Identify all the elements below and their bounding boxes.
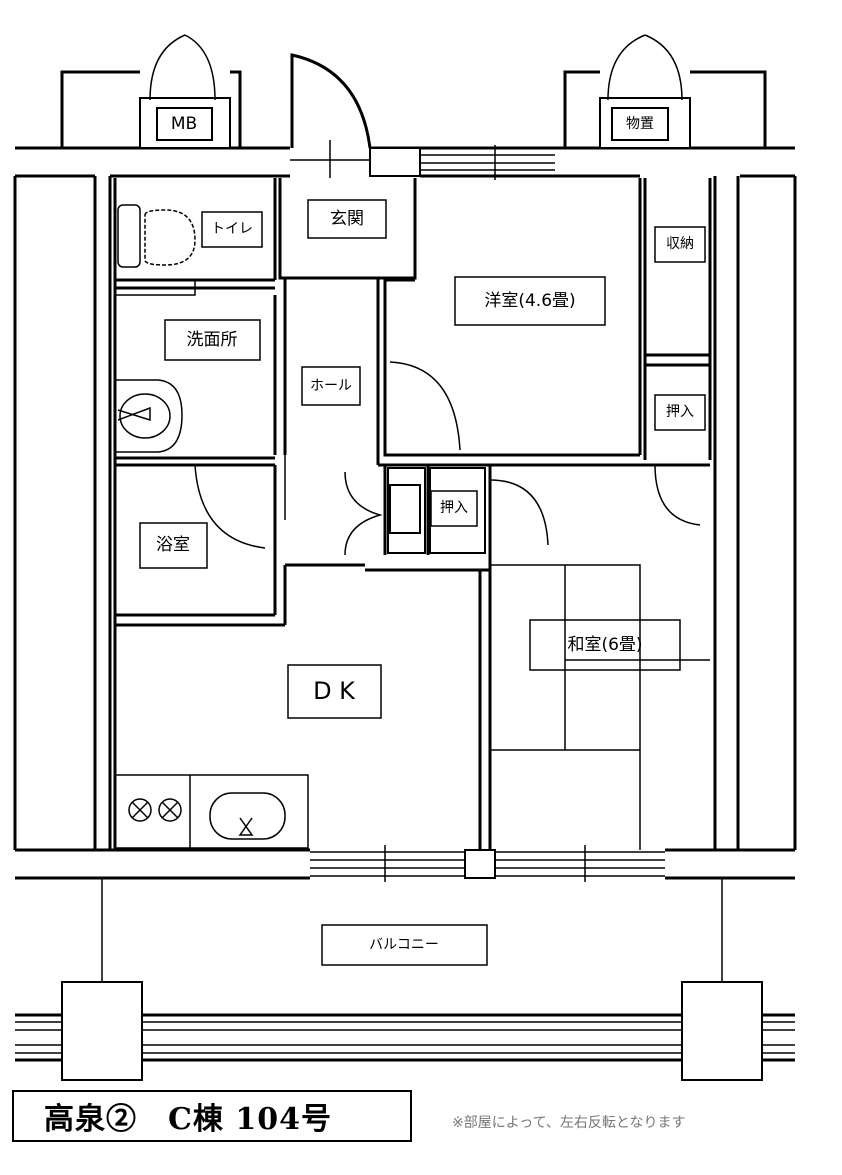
label-dk: D K: [313, 677, 356, 705]
bottom-wall: [15, 845, 795, 882]
label-bathroom: 浴室: [156, 535, 190, 555]
label-closet: 収納: [666, 236, 694, 252]
label-western-room: 洋室(4.6畳): [484, 291, 575, 311]
storage-alcove: [563, 34, 767, 149]
label-washroom: 洗面所: [187, 330, 238, 350]
label-hall: ホール: [310, 378, 352, 394]
door-swings: [194, 361, 701, 556]
balcony: [15, 878, 795, 1081]
label-balcony: バルコニー: [369, 937, 439, 953]
toilet-fixture: [117, 204, 196, 268]
wash-basin: [115, 379, 183, 453]
unit-title: 高泉② C棟 104号: [12, 1090, 412, 1142]
entrance-door: [290, 53, 372, 149]
label-entrance: 玄関: [330, 209, 364, 229]
label-oshiire-center: 押入: [440, 500, 468, 516]
right-column: [713, 176, 797, 850]
interior-walls: [113, 178, 712, 850]
label-japanese-room: 和室(6畳): [567, 635, 642, 655]
label-boxes: [139, 199, 706, 719]
mb-alcove: [60, 34, 242, 149]
label-mb: MB: [171, 114, 197, 134]
orientation-note: ※部屋によって、左右反転となります: [452, 1115, 686, 1131]
top-wall: [15, 140, 795, 180]
label-storage-outside: 物置: [626, 116, 654, 132]
left-column: [13, 176, 112, 850]
label-oshiire-right: 押入: [666, 404, 694, 420]
label-toilet: トイレ: [211, 221, 253, 237]
kitchen-counter: [114, 774, 309, 849]
